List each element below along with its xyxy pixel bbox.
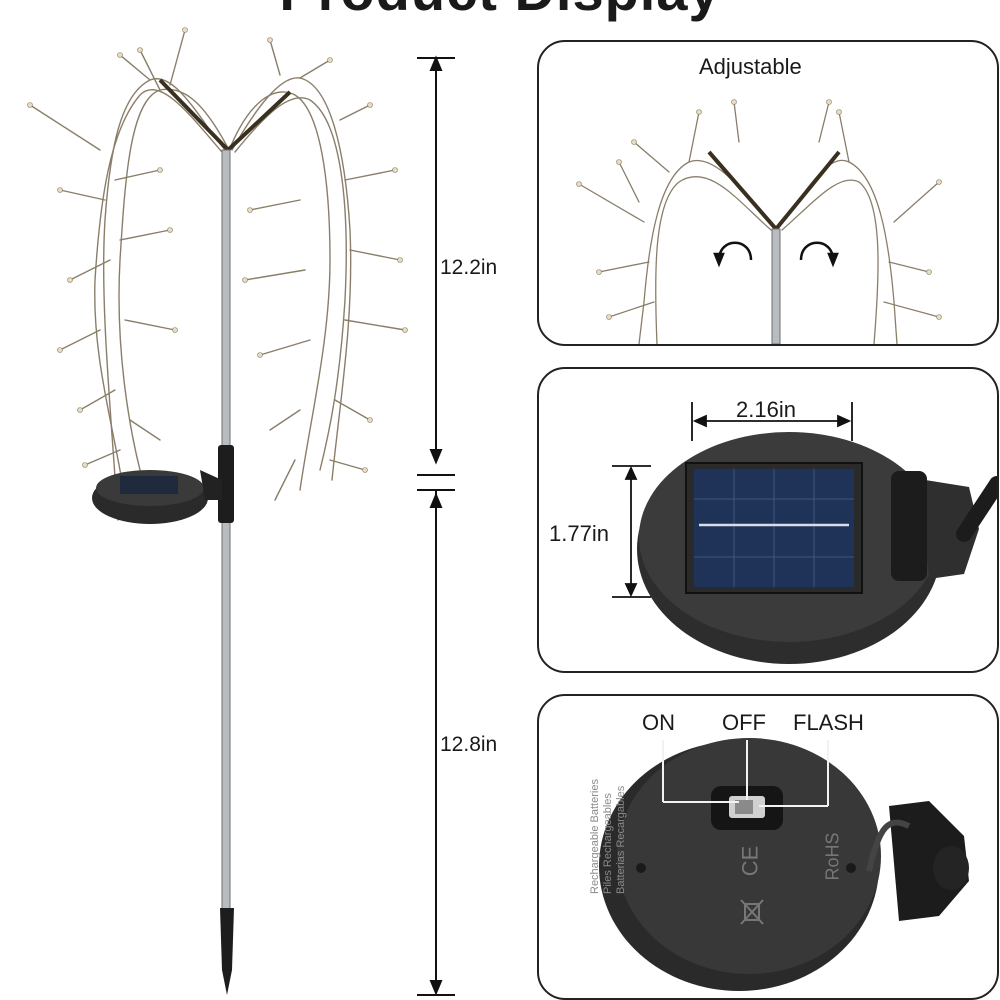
page-title: Product Display [0,0,1000,23]
fairy-light-branches [29,29,406,521]
pole-clamp [218,445,234,523]
stake-pole [221,149,231,911]
rohs-mark: RoHS [822,832,843,881]
upper-height-label: 12.2in [440,256,498,279]
battery-text-1: Rechargeable Batteries [589,779,601,894]
switch-panel: ON OFF FLASH Rechargeable Batteries Pile… [537,694,999,1000]
solar-panel-dimensions-panel: 2.16in 1.77in [537,367,999,673]
rotate-arrow-right-icon [799,241,839,268]
battery-text-2: Piles Rechargeables [602,793,614,894]
switch-off-label: OFF [722,710,766,735]
height-dimension-indicator [417,55,455,996]
switch-flash-label: FLASH [793,710,864,735]
solar-width-label: 2.16in [736,397,796,422]
switch-on-label: ON [642,710,675,735]
adjustable-label: Adjustable [699,54,802,79]
switch-closeup-image [599,738,969,991]
rotate-arrow-left-icon [713,241,753,268]
battery-text-3: Batterias Recargables [615,785,627,894]
battery-embossed-text: Rechargeable Batteries Piles Rechargeabl… [589,744,628,894]
lower-height-label: 12.8in [440,733,498,756]
weee-bin-icon [740,899,764,925]
light-bulbs [27,27,408,473]
ground-spike [220,908,234,995]
solar-panel-image [612,402,997,664]
main-product-image [27,27,408,995]
solar-height-label: 1.77in [549,521,609,546]
ce-mark: CE [737,845,763,877]
adjustable-closeup-image [576,99,942,344]
solar-head [92,470,222,524]
adjustable-panel: Adjustable [537,40,999,346]
